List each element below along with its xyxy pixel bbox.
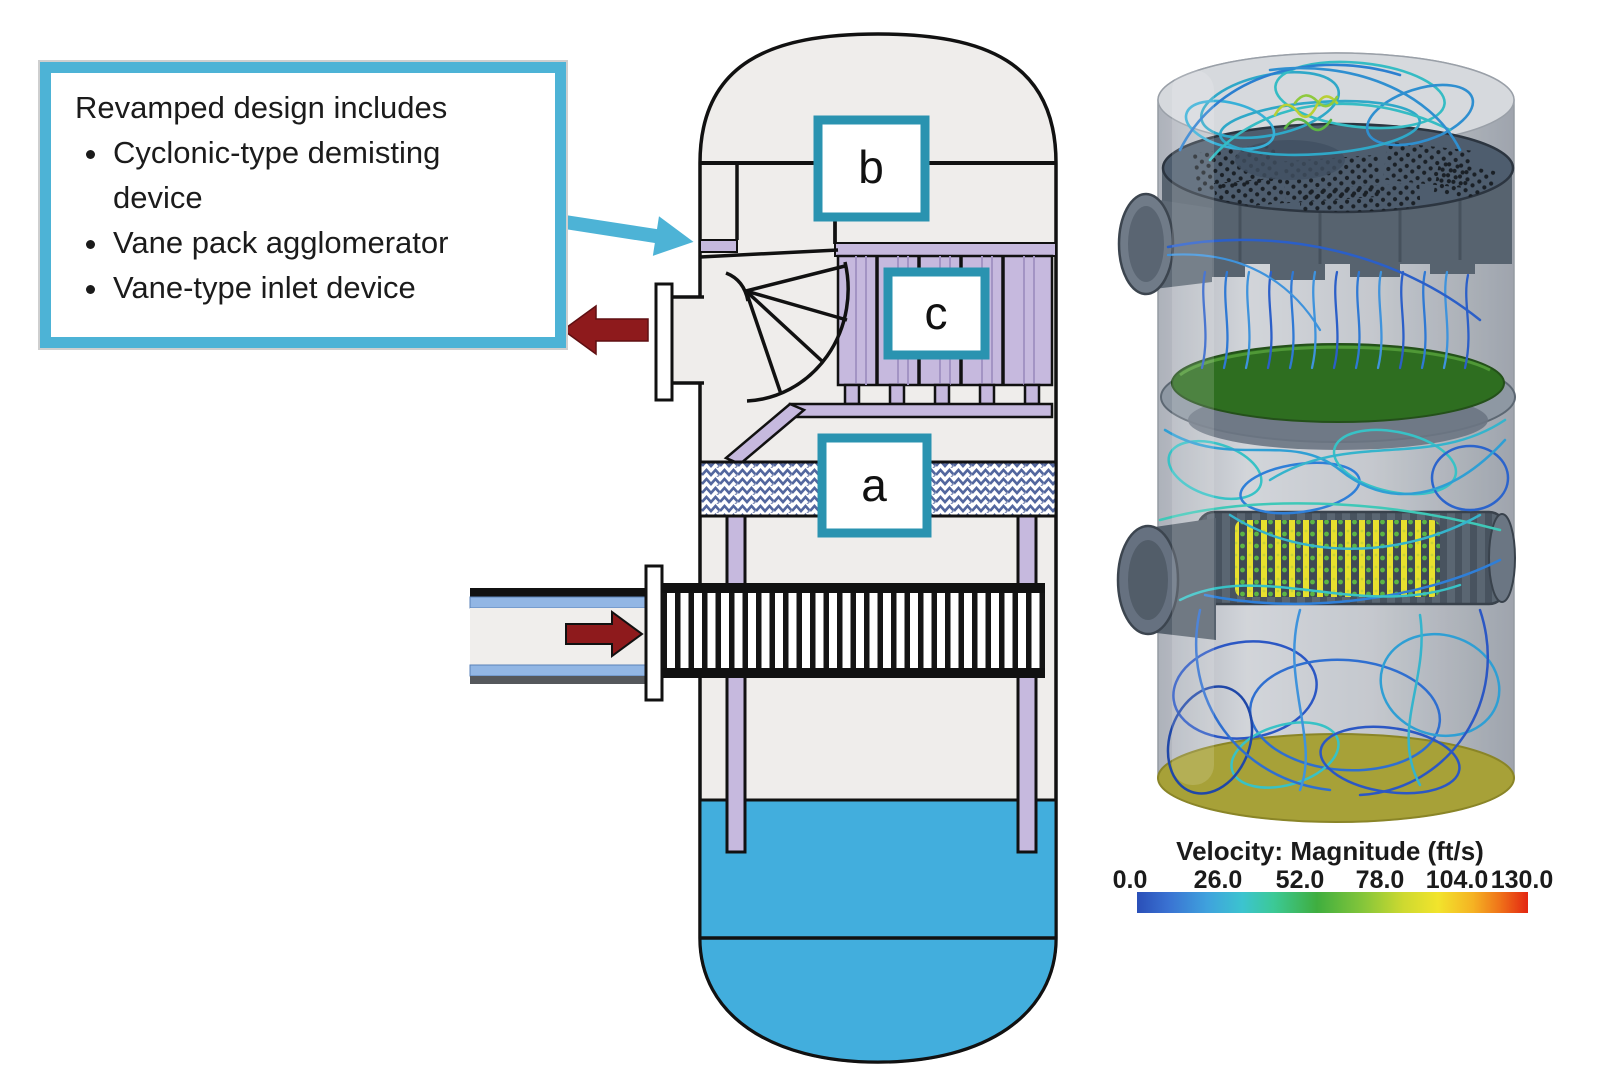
callout-box: Revamped design includes Cyclonic-type d… — [40, 62, 566, 348]
cfd-streamlines — [1158, 60, 1510, 797]
cfd-simulation — [1116, 52, 1516, 823]
label-c: c — [925, 287, 948, 339]
label-box-a: a — [817, 433, 932, 538]
label-box-c: c — [883, 267, 990, 360]
callout-bullet-inlet: Vane-type inlet device — [111, 265, 533, 310]
liquid-level — [698, 798, 1058, 1064]
cfd-vessel-sheen — [1172, 70, 1214, 785]
outlet-elbow-vanes — [699, 248, 850, 403]
deck-strip-right — [834, 242, 1057, 257]
legend-tick-4: 104.0 — [1425, 866, 1489, 894]
cfd-perforated-deck — [1161, 122, 1515, 214]
callout-title: Revamped design includes — [75, 90, 448, 125]
label-a: a — [861, 459, 887, 511]
separator-schematic: b c a — [469, 32, 1058, 1064]
gas-outlet-nozzle — [654, 282, 704, 402]
feed-inlet-arrow-icon — [565, 610, 644, 658]
legend-tick-2: 52.0 — [1275, 866, 1325, 894]
callout-arrow-icon — [563, 215, 694, 256]
label-b: b — [858, 141, 884, 193]
legend-tick-5: 130.0 — [1490, 866, 1554, 894]
legend-tick-0: 0.0 — [1112, 866, 1148, 894]
gas-outlet-arrow-icon — [561, 304, 649, 356]
cfd-mesh-pad — [1160, 343, 1516, 450]
legend-tick-3: 78.0 — [1355, 866, 1405, 894]
callout-bullet-demisting: Cyclonic-type demisting device — [111, 130, 533, 220]
vane-inlet-device — [662, 583, 1045, 678]
callout-bullet-list: Cyclonic-type demisting device Vane pack… — [75, 130, 541, 310]
velocity-colorbar — [1137, 892, 1528, 913]
inlet-flange — [644, 564, 664, 702]
label-box-b: b — [813, 115, 930, 244]
legend-title: Velocity: Magnitude (ft/s) — [1176, 836, 1484, 866]
demister-shelf — [788, 402, 1054, 419]
legend-tick-1: 26.0 — [1193, 866, 1243, 894]
callout-bullet-agglomerator: Vane pack agglomerator — [111, 220, 533, 265]
deck-strip-left — [699, 239, 738, 253]
